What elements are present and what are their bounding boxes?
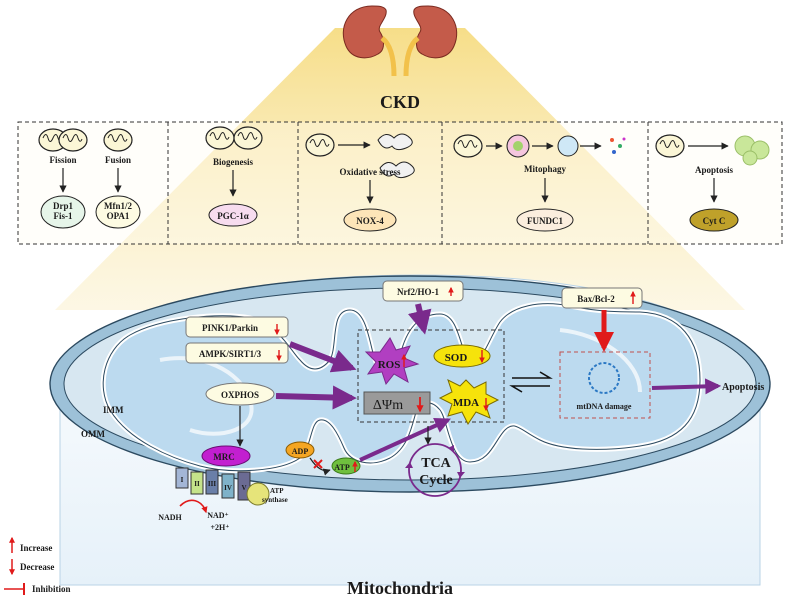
biogenesis-label: Biogenesis — [213, 157, 254, 167]
sod-label: SOD — [445, 352, 468, 364]
fundc1-marker — [516, 208, 574, 232]
panel-apoptosis: Apoptosis Cyt C — [655, 134, 770, 232]
pink1-box — [185, 316, 289, 338]
atp-to-tca-arrow — [359, 418, 451, 462]
atp-synthase-label-1: ATP — [270, 487, 284, 495]
bax-label: Bax/Bcl-2 — [577, 294, 615, 304]
oxphos-marker — [205, 382, 275, 406]
mitochondria-label: Mitochondria — [347, 578, 453, 598]
cytc-marker — [689, 208, 739, 232]
fission-label: Fission — [49, 155, 76, 165]
nrf2-to-box-arrow — [407, 303, 432, 335]
svg-text:IV: IV — [224, 484, 232, 492]
title: CKD — [380, 92, 420, 112]
mitochondrion-icon — [453, 134, 483, 158]
apoptosis-panel-label: Apoptosis — [695, 165, 734, 175]
ros-label: ROS — [378, 359, 401, 371]
dpsi-label: ΔΨm — [373, 398, 403, 413]
ros-star — [364, 337, 420, 386]
nox4-marker — [343, 208, 397, 232]
omm-label: OMM — [81, 429, 105, 439]
equilibrium-arrows — [509, 371, 553, 393]
h2-label: +2H⁺ — [210, 523, 229, 532]
mtdna-icon — [588, 362, 620, 394]
mtdna-label: mtDNA damage — [577, 402, 632, 411]
mda-burst — [438, 379, 500, 425]
svg-text:II: II — [194, 480, 200, 488]
dpsi-box — [363, 391, 431, 415]
atp-synthase-label-2: synthase — [262, 496, 288, 504]
panel-biogenesis: Biogenesis PGC-1α — [205, 126, 263, 227]
mitochondrion-icon — [205, 126, 235, 150]
panel-mitophagy: Mitophagy FUNDC1 — [453, 134, 626, 232]
mrc-label: MRC — [213, 452, 235, 462]
adp-marker — [285, 441, 315, 459]
legend-inhibition: Inhibition — [32, 584, 71, 594]
nrf2-label: Nrf2/HO-1 — [397, 287, 439, 297]
mitochondrion-icon — [233, 126, 263, 150]
respiratory-complexes: I II III IV V ATP synthase — [175, 467, 288, 506]
cycle-label: Cycle — [419, 473, 452, 488]
oxphos-to-box-arrow — [275, 385, 357, 410]
nadh-label: NADH — [158, 513, 182, 522]
fusion-label: Fusion — [105, 155, 131, 165]
tca-cycle-ring — [408, 443, 462, 497]
ampk-box — [185, 342, 289, 364]
atp-synthase-icon — [246, 482, 270, 506]
sod-marker — [433, 344, 491, 368]
kidney-icon — [342, 5, 458, 77]
mitochondrion-icon — [305, 133, 335, 157]
mrc-marker — [201, 445, 251, 467]
mda-label: MDA — [453, 397, 479, 409]
legend-increase: Increase — [20, 543, 52, 553]
svg-text:I: I — [181, 476, 184, 484]
pgc-marker — [208, 203, 258, 227]
pgc-label: PGC-1α — [217, 211, 249, 221]
pink1-to-box-arrow — [288, 341, 357, 373]
panel-oxidative-stress: Oxidative stress NOX-4 — [305, 133, 415, 232]
nox4-label: NOX-4 — [356, 216, 384, 226]
cytc-label: Cyt C — [703, 216, 726, 226]
svg-text:V: V — [241, 484, 246, 492]
mitochondrion-icon — [655, 134, 685, 158]
bax-box — [561, 287, 643, 309]
oxphos-label: OXPHOS — [221, 390, 259, 400]
lysosome-icon — [557, 135, 579, 157]
mitophagy-label: Mitophagy — [524, 164, 567, 174]
nrf2-box — [382, 280, 464, 302]
nadh-arrow — [179, 499, 208, 514]
fundc1-label: FUNDC1 — [527, 216, 563, 226]
oxidative-label: Oxidative stress — [339, 167, 401, 177]
tca-label: TCA — [421, 456, 451, 471]
adp-label: ADP — [292, 447, 309, 456]
mitochondrion-icon — [103, 128, 133, 152]
mitochondrion-icon — [58, 128, 88, 152]
svg-text:III: III — [208, 480, 216, 488]
drp1-marker — [40, 195, 86, 229]
legend-decrease: Decrease — [20, 562, 54, 572]
inhibition-cross-icon — [313, 459, 323, 469]
pink1-label: PINK1/Parkin — [202, 323, 258, 333]
to-apoptosis-arrow — [651, 378, 722, 395]
mtdna-box — [559, 351, 651, 419]
legend: Increase Decrease Inhibition — [4, 536, 71, 595]
nad-label: NAD⁺ — [207, 511, 229, 520]
mfn-marker — [95, 195, 141, 229]
ampk-label: AMPK/SIRT1/3 — [199, 349, 262, 359]
apoptosis-out-label: Apoptosis — [722, 382, 764, 393]
atp-label: ATP — [334, 463, 350, 472]
imm-label: IMM — [103, 405, 124, 415]
